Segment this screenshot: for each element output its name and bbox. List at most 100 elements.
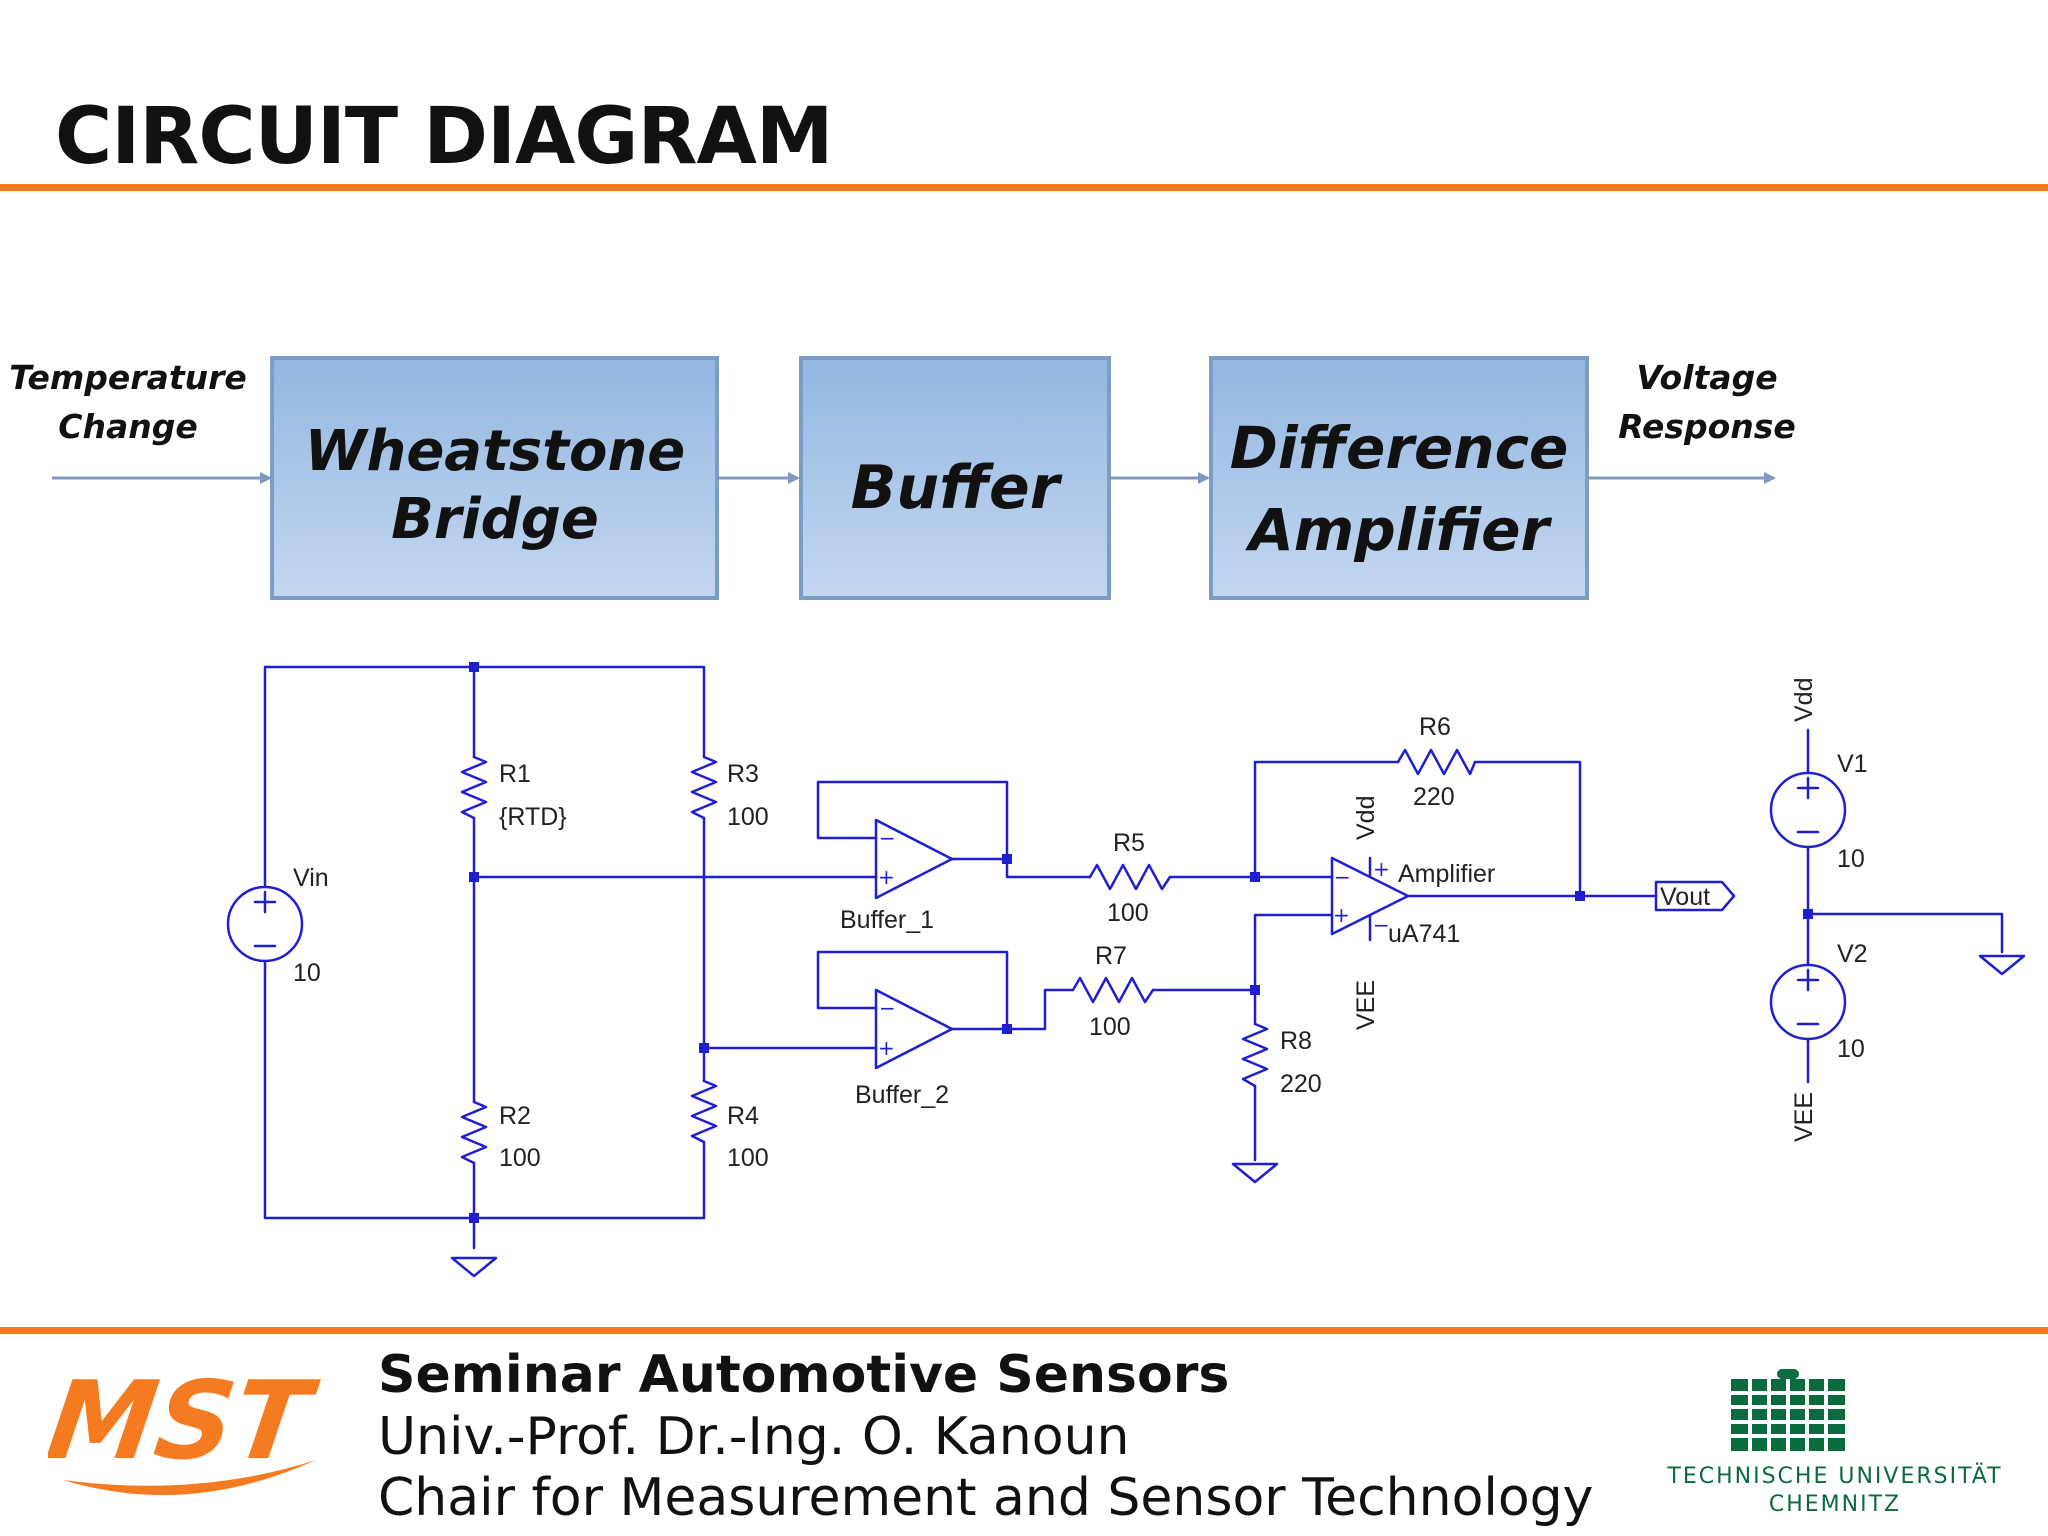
r4-name: R4: [727, 1102, 759, 1130]
mst-logo: MST: [48, 1368, 325, 1496]
buffer1-opamp: [874, 818, 954, 900]
ground-supplies: [1978, 954, 2026, 976]
r5-value: 100: [1107, 899, 1149, 927]
v1-source-symbol: [1769, 771, 1847, 849]
tu-logo-grid-lines: [1731, 1379, 1845, 1451]
buffer2-plus: +: [878, 1036, 895, 1060]
block-wheatstone-line1: Wheatstone: [305, 419, 686, 484]
tu-chemnitz-logo: [1731, 1369, 1845, 1451]
output-label-line1: Voltage: [1636, 358, 1777, 397]
tu-name-line2: CHEMNITZ: [1768, 1492, 1902, 1517]
block-difference-line1: Difference: [1230, 414, 1569, 482]
r3-value: 100: [727, 803, 769, 831]
mst-logo-text: MST: [48, 1368, 325, 1484]
amp-plus: +: [1333, 903, 1350, 927]
ground-r8: [1231, 1162, 1279, 1184]
buffer1-plus: +: [878, 865, 895, 889]
wire-supplies: [1806, 728, 2004, 1084]
buffer1-label: Buffer_1: [840, 906, 934, 934]
vout-label: Vout: [1660, 883, 1710, 911]
r5-resistor: [1088, 863, 1172, 891]
v2-plus: [1796, 968, 1820, 1026]
vout-flag: [1654, 880, 1736, 912]
r1-value: {RTD}: [499, 803, 567, 831]
v2-value: 10: [1837, 1035, 1865, 1063]
amp-vdd-pin: +: [1373, 857, 1390, 881]
junction: [469, 1213, 479, 1223]
input-label-line2: Change: [58, 407, 197, 446]
title-divider: [0, 184, 2048, 191]
r7-value: 100: [1089, 1013, 1131, 1041]
junction: [1002, 1024, 1012, 1034]
r1-resistor: [460, 755, 488, 820]
footer-title: Seminar Automotive Sensors: [378, 1345, 1230, 1405]
r6-resistor: [1396, 748, 1477, 776]
junction: [469, 662, 479, 672]
wire-amp-inputs: [1253, 875, 1334, 992]
r4-resistor: [690, 1079, 718, 1144]
schematic: [226, 665, 2026, 1278]
supply-vdd-label: Vdd: [1790, 678, 1818, 722]
vin-source-symbol: [226, 885, 304, 963]
buffer2-opamp: [874, 988, 954, 1070]
junction: [1803, 909, 1813, 919]
buffer1-minus: −: [879, 826, 896, 850]
amp-minus: −: [1334, 865, 1351, 889]
amp-part: uA741: [1388, 920, 1460, 948]
r2-value: 100: [499, 1144, 541, 1172]
r6-name: R6: [1419, 713, 1451, 741]
r3-name: R3: [727, 760, 759, 788]
v1-name: V1: [1837, 750, 1868, 778]
vin-plus: [253, 890, 277, 948]
page-title: CIRCUIT DIAGRAM: [55, 92, 833, 182]
buffer1-feedback: [816, 780, 1009, 861]
amp-vee-label: VEE: [1352, 980, 1380, 1030]
r8-value: 220: [1280, 1070, 1322, 1098]
r7-name: R7: [1095, 942, 1127, 970]
output-label-line2: Response: [1618, 407, 1796, 446]
junction: [1250, 872, 1260, 882]
block-wheatstone-bridge: [270, 356, 719, 600]
r8-resistor: [1241, 1022, 1269, 1088]
amp-vdd-label: Vdd: [1352, 796, 1380, 840]
r5-name: R5: [1113, 829, 1145, 857]
r6-value: 220: [1413, 783, 1455, 811]
input-label-line1: Temperature: [9, 358, 247, 397]
wire-bridge-frame: [263, 665, 706, 1220]
block-buffer-label: Buffer: [851, 453, 1063, 523]
vin-name: Vin: [293, 864, 329, 892]
block-diagram: Temperature Change Wheatstone Bridge Buf…: [9, 356, 1796, 600]
buffer2-feedback: [816, 950, 1009, 1031]
junction: [469, 872, 479, 882]
v2-name: V2: [1837, 940, 1868, 968]
mst-logo-swoosh: [63, 1460, 316, 1496]
buffer2-minus: −: [879, 996, 896, 1020]
block-buffer: [799, 356, 1111, 600]
amp-vee-pin: −: [1373, 913, 1390, 937]
junction: [1250, 985, 1260, 995]
wire-r5: [1005, 857, 1257, 879]
r3-resistor: [690, 755, 718, 820]
supply-vee-label: VEE: [1790, 1092, 1818, 1142]
opamp-pin-signs: − + − + − + + −: [878, 826, 1390, 1060]
tu-name-line1: TECHNISCHE UNIVERSITÄT: [1667, 1464, 2003, 1489]
r1-name: R1: [499, 760, 531, 788]
wire-r6-feedback: [1253, 760, 1582, 898]
footer-divider: [0, 1327, 2048, 1334]
buffer2-label: Buffer_2: [855, 1081, 949, 1109]
r8-name: R8: [1280, 1027, 1312, 1055]
ground-bridge: [450, 1256, 498, 1278]
wire-r7: [1005, 988, 1257, 1031]
v1-plus: [1796, 776, 1820, 834]
junction: [1575, 891, 1585, 901]
v2-source-symbol: [1769, 963, 1847, 1041]
junction: [699, 1043, 709, 1053]
r7-resistor: [1071, 976, 1155, 1004]
block-difference-amplifier: [1209, 356, 1589, 600]
vin-value: 10: [293, 959, 321, 987]
schematic-labels: Vin 10 R1 {RTD} R2 100 R3 100 R4 100 Buf…: [293, 678, 1868, 1172]
block-difference-line2: Amplifier: [1245, 496, 1553, 564]
amp-name: Amplifier: [1398, 860, 1495, 888]
footer-professor: Univ.-Prof. Dr.-Ing. O. Kanoun: [378, 1407, 1130, 1467]
